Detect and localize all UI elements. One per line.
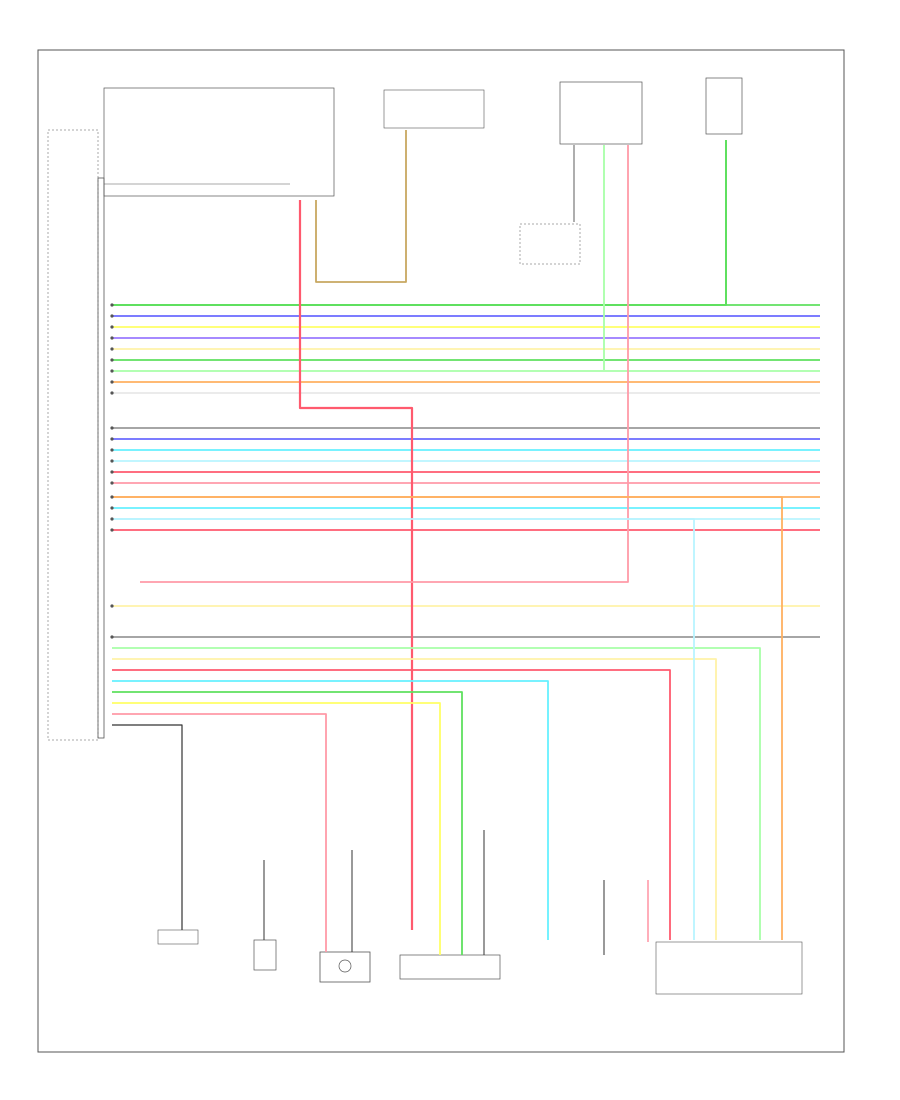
connector-pin xyxy=(110,517,114,521)
wire-tan-24 xyxy=(315,130,407,283)
sensor-top-right xyxy=(705,77,743,135)
connector-pin xyxy=(110,380,114,384)
bottom-right-module xyxy=(655,941,803,995)
wire-pink-34 xyxy=(112,713,327,952)
relay-box-center xyxy=(383,89,485,129)
connector-pin xyxy=(110,303,114,307)
center-connector xyxy=(519,223,581,265)
switch-module-box xyxy=(253,939,277,971)
main-ecu-box xyxy=(97,177,105,739)
wire-green-32 xyxy=(112,691,463,955)
connector-pin xyxy=(110,448,114,452)
wire-yellow-33 xyxy=(112,702,441,955)
connector-pin xyxy=(110,635,114,639)
connector-pin xyxy=(110,314,114,318)
connector-pin xyxy=(110,481,114,485)
connector-pin xyxy=(110,470,114,474)
connector-pin xyxy=(110,506,114,510)
connector-pin xyxy=(110,495,114,499)
wire-red-23 xyxy=(298,200,414,930)
wire-black-35 xyxy=(112,724,183,930)
pins-group xyxy=(110,303,114,639)
connector-pin xyxy=(110,347,114,351)
main-ecu-outline xyxy=(47,129,99,741)
connector-pin xyxy=(110,336,114,340)
diagram-frame xyxy=(37,49,845,1053)
motor-symbol xyxy=(338,959,352,973)
motor-module-box xyxy=(319,951,371,983)
connector-pin xyxy=(110,426,114,430)
wire-red-30 xyxy=(112,669,671,940)
connector-pin xyxy=(110,369,114,373)
connector-pin xyxy=(110,437,114,441)
connector-pin xyxy=(110,358,114,362)
connector-pin xyxy=(110,459,114,463)
wire-light-yellow-29 xyxy=(112,658,717,940)
connector-pin xyxy=(110,391,114,395)
relay-box-right xyxy=(559,81,643,145)
wires-group xyxy=(112,130,820,955)
wire-orange-36 xyxy=(112,496,783,940)
wire-cyan-31 xyxy=(112,680,549,940)
wire-light-blue-37 xyxy=(112,518,695,940)
connector-pin xyxy=(110,325,114,329)
fuse-block xyxy=(103,87,335,197)
connector-pin xyxy=(110,604,114,608)
connector-block-box xyxy=(399,954,501,980)
wire-pink-27 xyxy=(140,145,629,583)
wire-green-22 xyxy=(112,140,727,306)
wire-light-green-28 xyxy=(112,647,761,940)
ground-bottom-left xyxy=(157,929,199,945)
connector-pin xyxy=(110,528,114,532)
